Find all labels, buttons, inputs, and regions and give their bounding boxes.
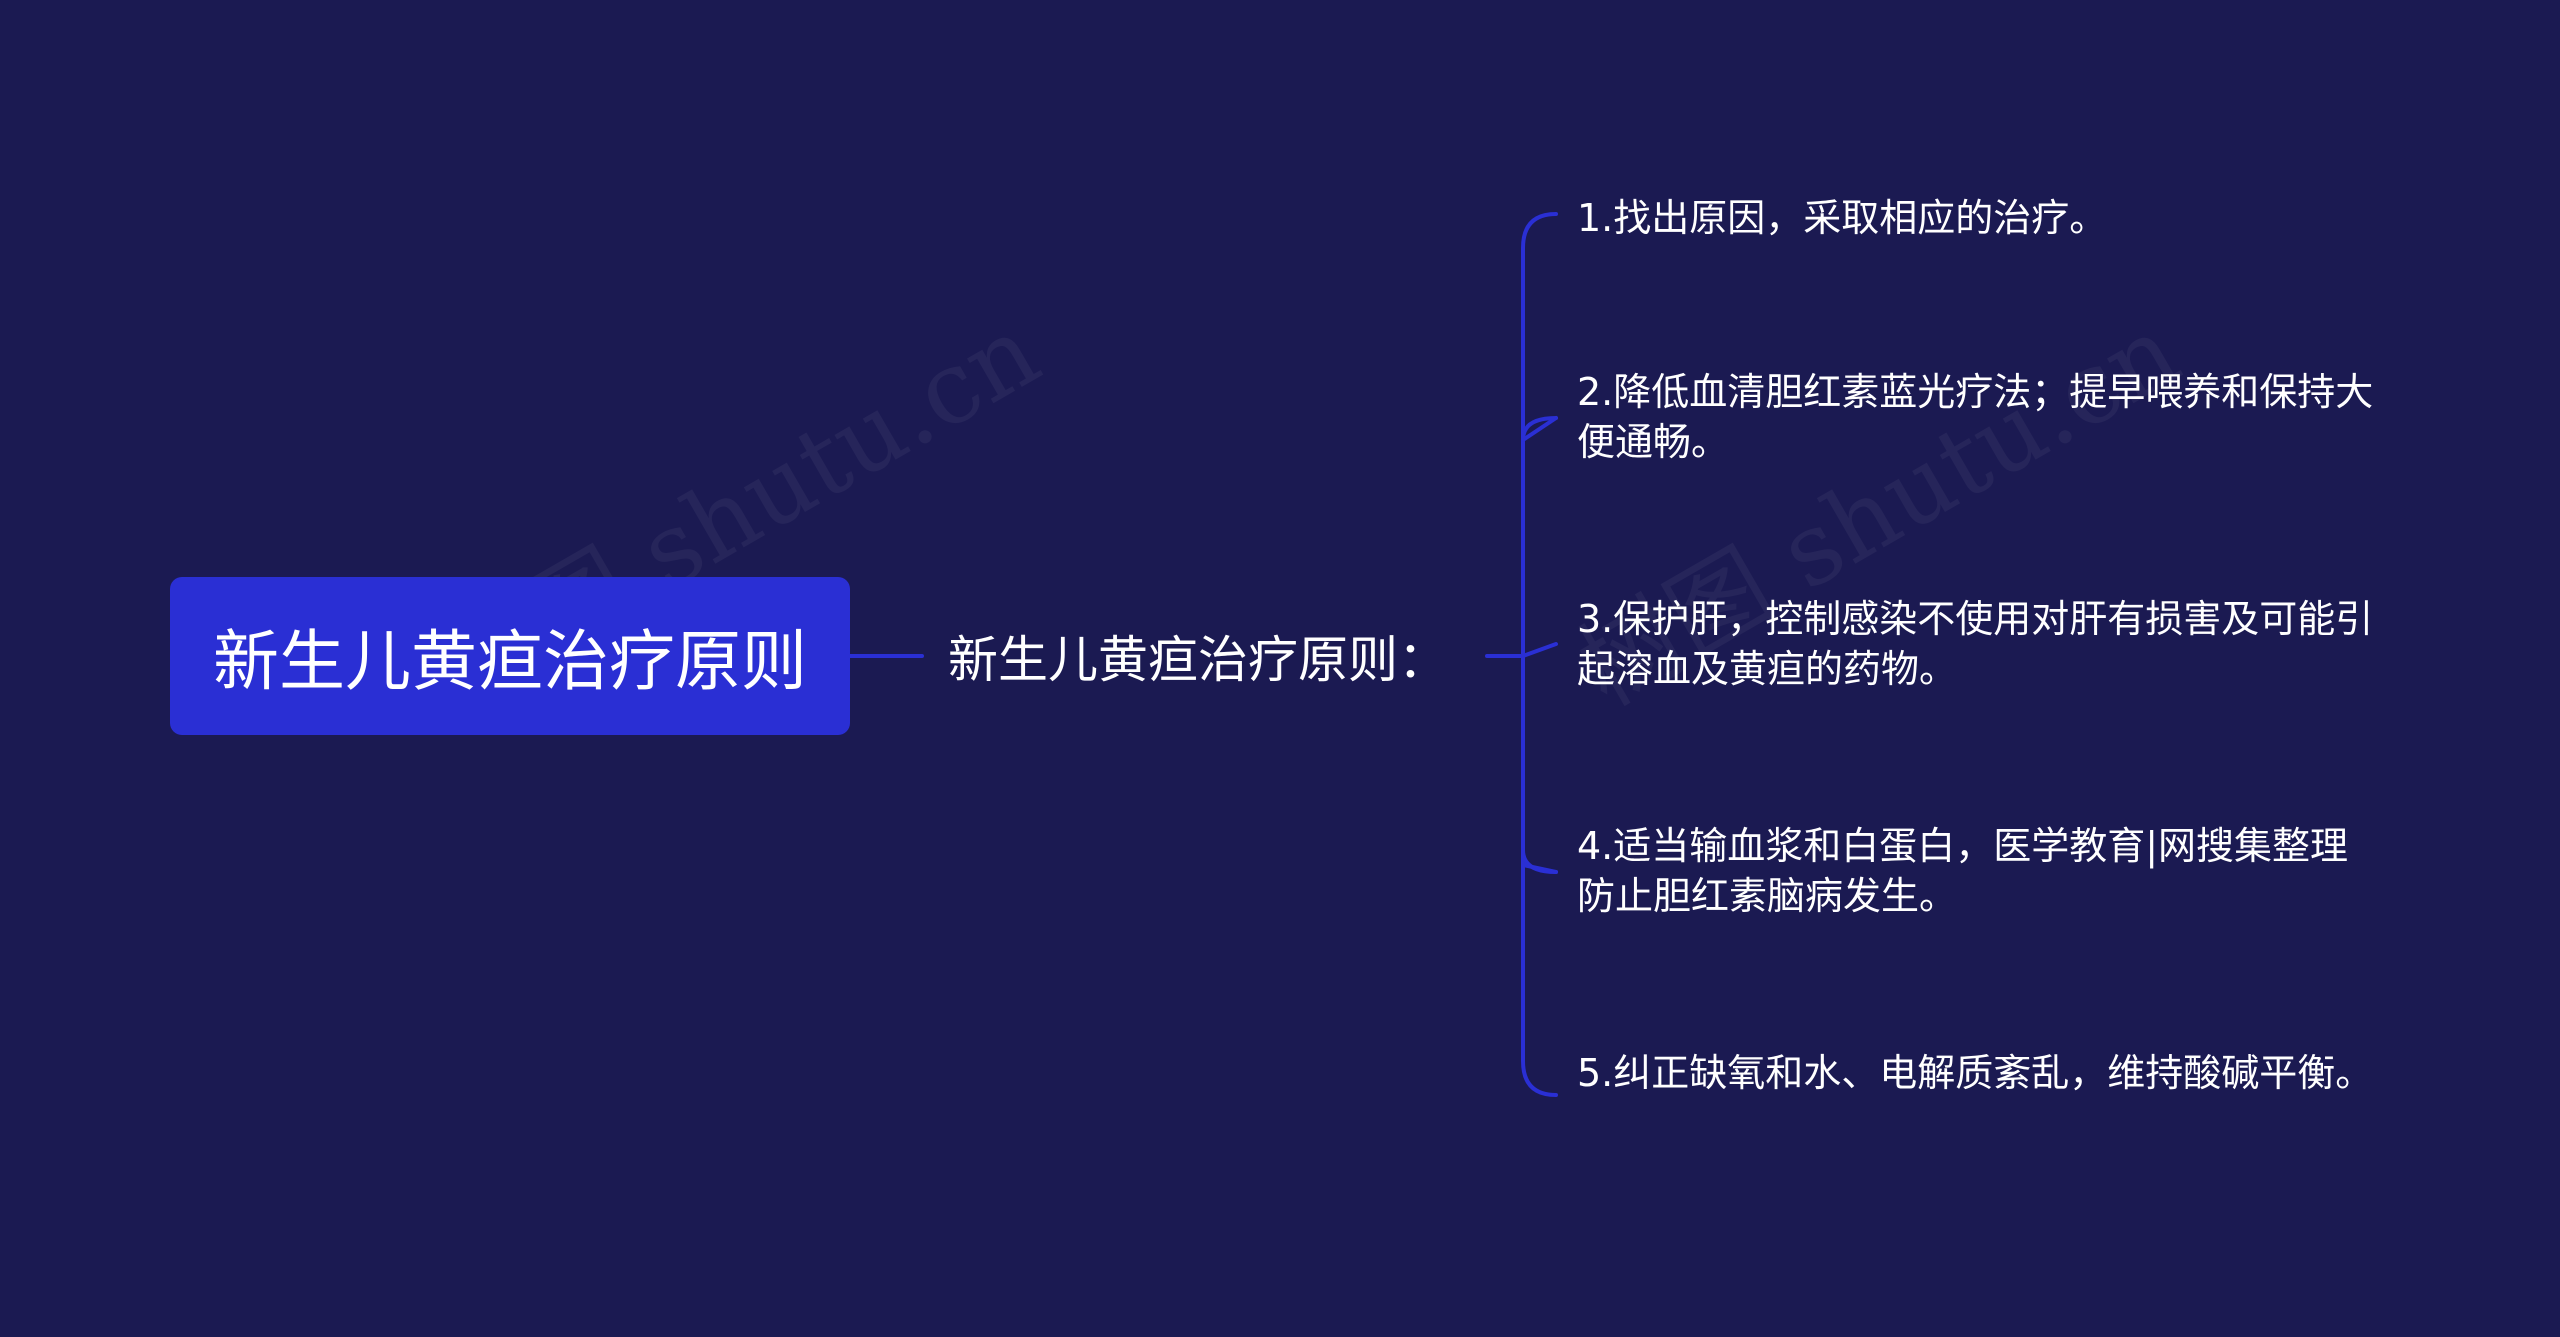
leaf-node-label: 4.适当输血浆和白蛋白，医学教育|网搜集整理防止胆红素脑病发生。	[1577, 824, 2349, 918]
leaf-node-1[interactable]: 1.找出原因，采取相应的治疗。	[1577, 193, 2377, 243]
root-node-label: 新生儿黄疸治疗原则	[213, 623, 807, 700]
leaf-node-label: 2.降低血清胆红素蓝光疗法；提早喂养和保持大便通畅。	[1577, 370, 2374, 464]
branch-node-label: 新生儿黄疸治疗原则：	[948, 631, 1448, 689]
leaf-connector-2-curve	[1521, 416, 1558, 442]
leaf-connector-2	[1521, 416, 1558, 442]
leaf-connector-4-curve	[1521, 848, 1558, 874]
leaf-node-label: 3.保护肝，控制感染不使用对肝有损害及可能引起溶血及黄疸的药物。	[1577, 597, 2374, 691]
leaf-node-3[interactable]: 3.保护肝，控制感染不使用对肝有损害及可能引起溶血及黄疸的药物。	[1577, 594, 2377, 694]
leaf-node-5[interactable]: 5.纠正缺氧和水、电解质紊乱，维持酸碱平衡。	[1577, 1048, 2377, 1098]
leaf-node-label: 1.找出原因，采取相应的治疗。	[1577, 196, 2108, 240]
leaf-connector-3	[1521, 642, 1558, 658]
leaf-node-4[interactable]: 4.适当输血浆和白蛋白，医学教育|网搜集整理防止胆红素脑病发生。	[1577, 821, 2377, 921]
leaf-node-label: 5.纠正缺氧和水、电解质紊乱，维持酸碱平衡。	[1577, 1051, 2374, 1095]
root-node[interactable]: 新生儿黄疸治疗原则	[170, 577, 850, 735]
leaf-node-2[interactable]: 2.降低血清胆红素蓝光疗法；提早喂养和保持大便通畅。	[1577, 367, 2377, 467]
branch-node[interactable]: 新生儿黄疸治疗原则：	[948, 618, 1448, 694]
